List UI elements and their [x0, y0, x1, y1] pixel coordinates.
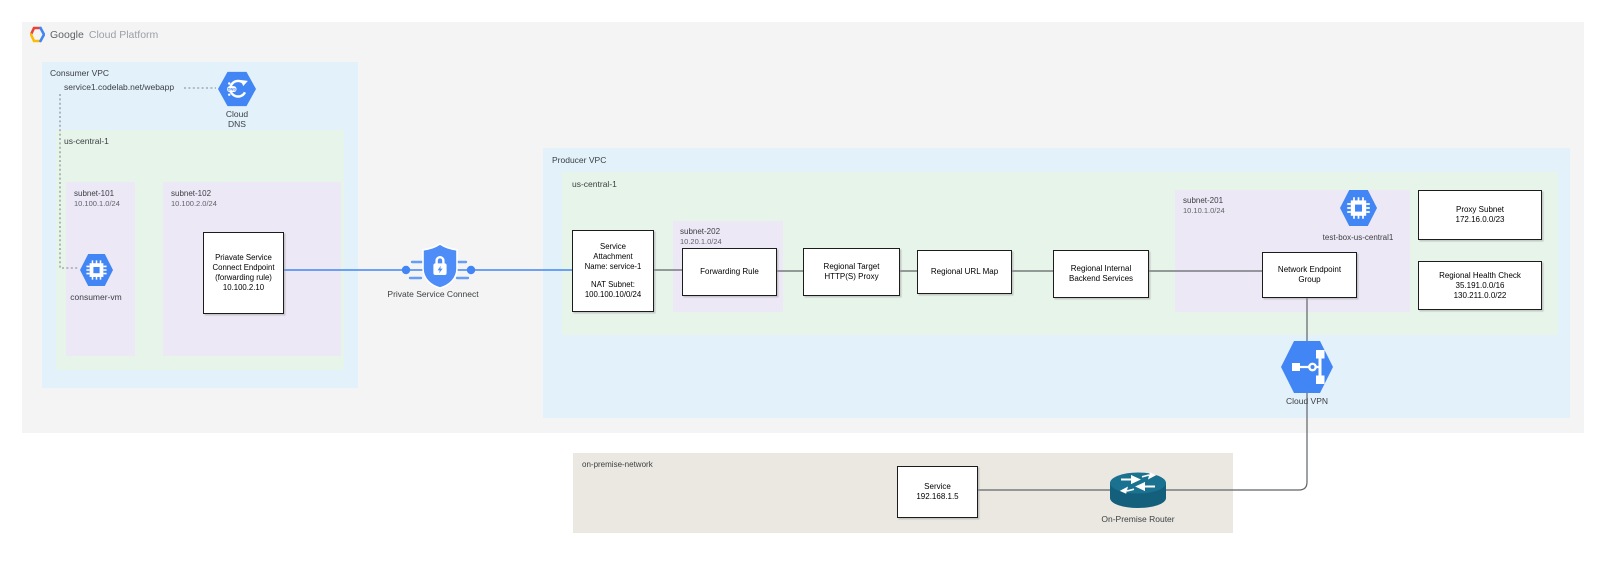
- psc-endpoint-box: Priavate Service Connect Endpoint (forwa…: [203, 232, 284, 314]
- service-attachment-line5: 100.100.10/0/24: [584, 290, 642, 299]
- subnet-201-name: subnet-201: [1183, 196, 1224, 205]
- consumer-region-label: us-central-1: [64, 136, 109, 146]
- dns-badge-text: DNS: [228, 87, 237, 92]
- psc-endpoint-line4: 10.100.2.10: [222, 283, 265, 292]
- psc-endpoint-line2: Connect Endpoint: [212, 263, 275, 272]
- subnet-102-label: subnet-102 10.100.2.0/24: [171, 189, 217, 208]
- regional-health-check-box: Regional Health Check 35.191.0.0/16 130.…: [1418, 261, 1542, 310]
- brand-google: Google: [50, 28, 84, 41]
- regional-url-map-label: Regional URL Map: [930, 267, 999, 276]
- cloud-dns-caption: Cloud DNS: [225, 109, 249, 129]
- subnet-101-label: subnet-101 10.100.1.0/24: [74, 189, 120, 208]
- on-premise-label: on-premise-network: [582, 460, 653, 469]
- subnet-202-name: subnet-202: [680, 227, 721, 236]
- regional-url-map-box: Regional URL Map: [917, 250, 1012, 294]
- private-service-connect-icon: [422, 243, 458, 289]
- google-cloud-platform-logo-icon: [30, 26, 45, 43]
- subnet-102-cidr: 10.100.2.0/24: [171, 198, 217, 208]
- gcp-header: Google Cloud Platform: [30, 26, 158, 43]
- subnet-201-label: subnet-201 10.10.1.0/24: [1183, 196, 1225, 215]
- consumer-vm-caption: consumer-vm: [70, 292, 122, 302]
- service-attachment-line1: Service: [600, 242, 626, 251]
- service-attachment-line4: NAT Subnet:: [591, 280, 635, 289]
- regional-target-proxy-box: Regional Target HTTP(S) Proxy: [803, 248, 900, 296]
- cloud-vpn-icon: [1281, 341, 1333, 393]
- forwarding-rule-label: Forwarding Rule: [700, 267, 759, 276]
- test-box-vm-icon: [1340, 190, 1377, 226]
- subnet-101-name: subnet-101: [74, 189, 115, 198]
- on-premise-router-caption: On-Premise Router: [1101, 514, 1175, 524]
- brand-cloud-platform: Cloud Platform: [88, 28, 159, 41]
- cloud-vpn-caption: Cloud VPN: [1285, 396, 1329, 406]
- psc-endpoint-line3: (forwarding rule): [215, 273, 272, 282]
- regional-backend-services-box: Regional Internal Backend Services: [1053, 250, 1149, 298]
- service-attachment-line3: Name: service-1: [584, 262, 642, 271]
- consumer-vpc-label: Consumer VPC: [50, 68, 110, 78]
- subnet-202-cidr: 10.20.1.0/24: [680, 236, 722, 246]
- service-attachment-box: Service Attachment Name: service-1 NAT S…: [572, 230, 654, 312]
- psc-endpoint-line1: Priavate Service: [215, 253, 272, 262]
- dns-record-text: service1.codelab.net/webapp: [64, 82, 175, 92]
- subnet-202-label: subnet-202 10.20.1.0/24: [680, 227, 722, 246]
- private-service-connect-caption: Private Service Connect: [387, 289, 479, 299]
- forwarding-rule-box: Forwarding Rule: [682, 248, 777, 296]
- on-premise-router-icon: [1110, 472, 1166, 508]
- on-premise-service-box: Service 192.168.1.5: [897, 466, 978, 518]
- service-attachment-line2: Attachment: [593, 252, 633, 261]
- network-endpoint-group-box: Network Endpoint Group: [1262, 252, 1357, 298]
- producer-vpc-label: Producer VPC: [552, 155, 607, 165]
- subnet-102-name: subnet-102: [171, 189, 212, 198]
- proxy-subnet-box: Proxy Subnet 172.16.0.0/23: [1418, 190, 1542, 240]
- producer-region-label: us-central-1: [572, 179, 617, 189]
- cloud-dns-icon: DNS: [218, 71, 256, 107]
- test-box-caption: test-box-us-central1: [1322, 233, 1394, 242]
- subnet-201-cidr: 10.10.1.0/24: [1183, 205, 1225, 215]
- consumer-vm-icon: [80, 253, 113, 287]
- subnet-101-cidr: 10.100.1.0/24: [74, 198, 120, 208]
